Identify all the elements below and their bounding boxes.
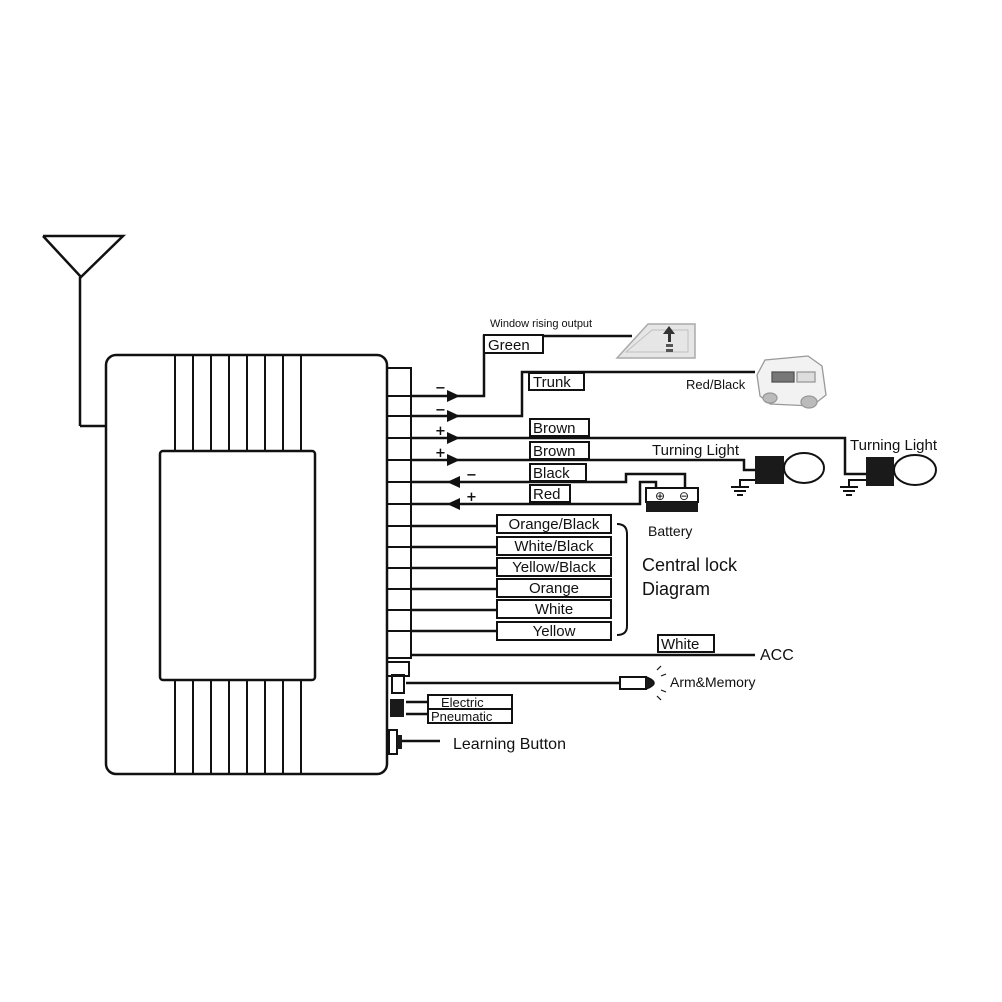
control-unit	[104, 353, 389, 776]
wire-label-texts: Green Trunk Brown Brown Black Red Orange…	[431, 337, 699, 724]
ground-icon	[731, 479, 755, 496]
sign-plus-3: +	[466, 490, 477, 505]
turning-light-label-1: Turning Light	[652, 442, 740, 459]
led-icon	[619, 665, 667, 701]
label-green: Green	[488, 337, 530, 354]
label-white-acc: White	[661, 636, 699, 653]
wire-label-boxes	[427, 334, 715, 724]
sign-minus-1: −	[435, 381, 446, 396]
sign-plus-1: +	[435, 424, 446, 439]
label-brown-2: Brown	[533, 443, 576, 460]
label-yellow-black: Yellow/Black	[512, 559, 596, 576]
window-rising-label: Window rising output	[490, 318, 592, 330]
central-lock-diagram-label: Diagram	[642, 579, 710, 599]
sign-plus-2: +	[435, 446, 446, 461]
window-icon	[615, 323, 696, 359]
sign-minus-2: −	[435, 403, 446, 418]
battery-label: Battery	[648, 523, 692, 539]
push-button-icon	[388, 729, 402, 755]
label-white: White	[535, 601, 573, 618]
label-orange-black: Orange/Black	[509, 516, 600, 533]
wire-arrows	[447, 390, 460, 510]
polarity-signs: − − + + − +	[435, 381, 477, 505]
red-black-label: Red/Black	[686, 377, 746, 392]
central-lock-label: Central lock	[642, 555, 738, 575]
battery-icon: ⊕ ⊖	[645, 487, 699, 512]
turning-light-icon	[755, 452, 825, 484]
antenna-icon	[42, 234, 127, 428]
connector-block	[386, 367, 412, 694]
label-white-black: White/Black	[514, 538, 594, 555]
label-red: Red	[533, 486, 561, 503]
ground-icon	[840, 479, 866, 496]
label-brown-1: Brown	[533, 420, 576, 437]
battery-minus-terminal: ⊖	[679, 489, 689, 503]
central-lock-bracket	[616, 523, 628, 636]
turning-light-label-2: Turning Light	[850, 437, 938, 454]
arm-memory-label: Arm&Memory	[670, 674, 756, 690]
wires	[398, 334, 866, 743]
acc-label: ACC	[760, 647, 794, 664]
battery-plus-terminal: ⊕	[655, 489, 665, 503]
label-trunk: Trunk	[533, 374, 571, 391]
label-black: Black	[533, 465, 570, 482]
label-orange: Orange	[529, 580, 579, 597]
label-electric: Electric	[441, 695, 484, 710]
turning-light-icon	[866, 454, 937, 486]
lock-type-connector	[390, 699, 404, 717]
label-pneumatic: Pneumatic	[431, 709, 493, 724]
label-yellow: Yellow	[533, 623, 576, 640]
sign-minus-3: −	[466, 468, 477, 483]
car-rear-icon	[756, 355, 827, 409]
learning-button-label: Learning Button	[453, 736, 566, 753]
